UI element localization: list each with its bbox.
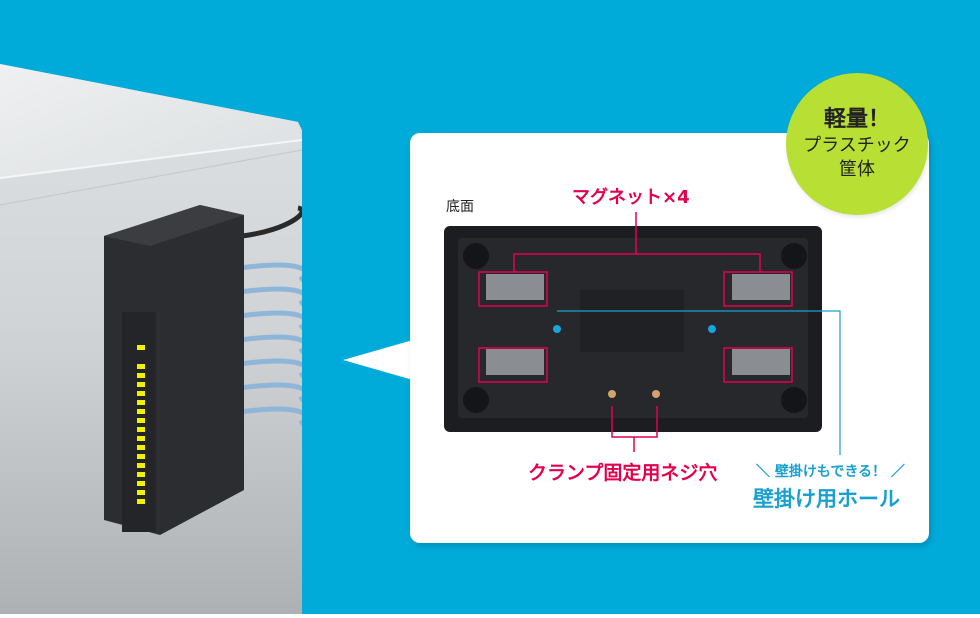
bottom-view-label: 底面: [446, 199, 474, 215]
underside-image: [444, 226, 822, 432]
badge-line-3: 筐体: [839, 159, 875, 180]
clamp-screw-hole-label: クランプ固定用ネジ穴: [528, 462, 718, 484]
callout-pointer: [343, 340, 413, 380]
wall-mount-hole-label: 壁掛け用ホール: [753, 487, 900, 511]
magnet-label: マグネット×4: [572, 187, 690, 208]
cabinet-scene-image: [0, 64, 302, 614]
wall-mount-sub-label: ＼ 壁掛けもできる！ ／: [756, 464, 905, 480]
badge-line-1: 軽量！: [823, 107, 890, 132]
badge-line-2: プラスチック: [803, 135, 911, 156]
lightweight-badge: 軽量！ プラスチック 筐体: [786, 73, 928, 215]
